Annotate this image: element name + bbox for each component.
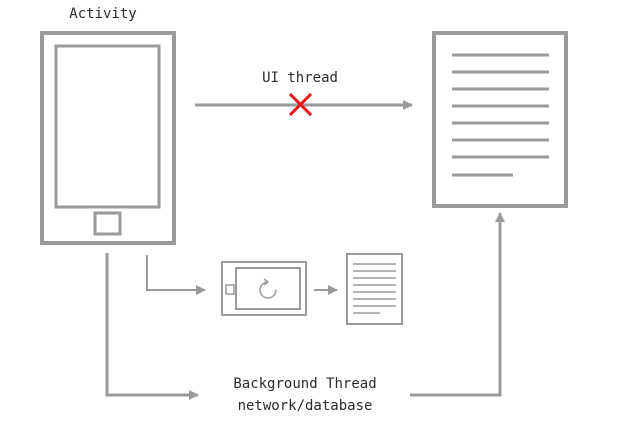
small-document-icon xyxy=(346,253,403,325)
activity-label: Activity xyxy=(69,6,136,22)
ui-thread-label: UI thread xyxy=(262,70,338,86)
document-icon xyxy=(432,31,568,208)
cross-icon xyxy=(288,92,313,117)
elbow-arrow-to-tablet xyxy=(146,255,206,295)
background-thread-sublabel: network/database xyxy=(238,398,373,414)
phone-icon xyxy=(40,31,176,245)
background-thread-arrow-in xyxy=(105,253,199,400)
tablet-loading-icon xyxy=(221,261,307,316)
background-thread-label: Background Thread xyxy=(233,376,376,392)
background-thread-arrow-out xyxy=(410,212,505,397)
